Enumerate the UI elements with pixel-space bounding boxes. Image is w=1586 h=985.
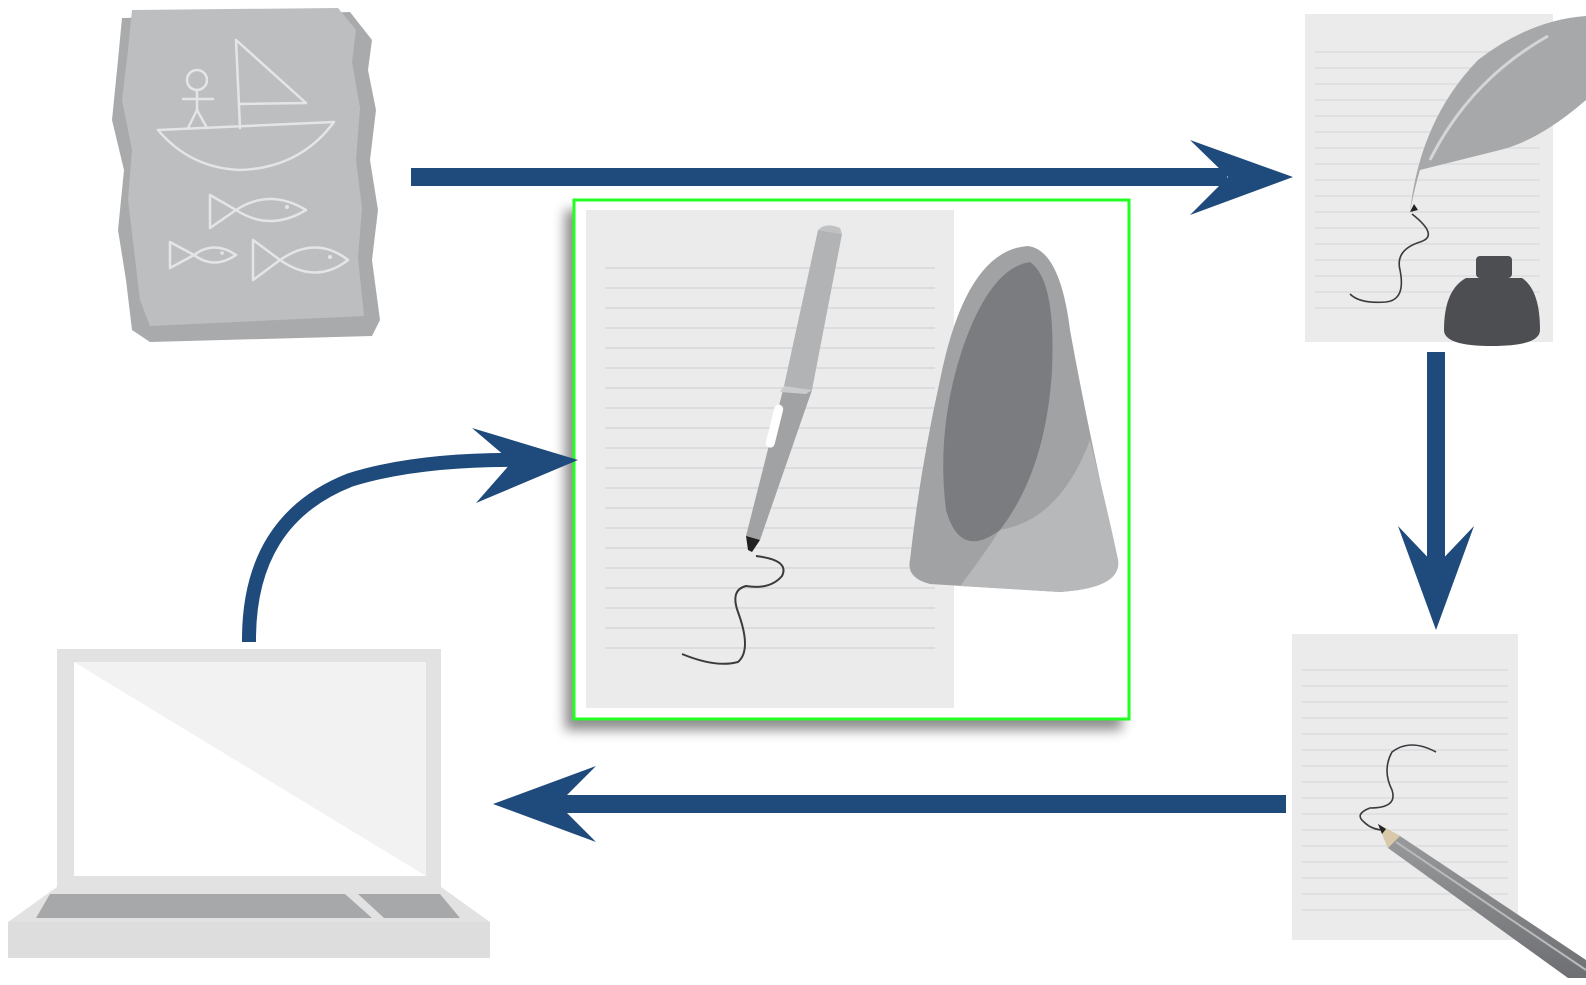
- digital-pen-panel: [573, 200, 1130, 720]
- laptop-icon: [8, 649, 490, 958]
- pencil-and-paper-icon: [1292, 634, 1586, 978]
- stone-tablet-icon: [112, 8, 380, 342]
- arrow-laptop-to-digital-pen: [249, 428, 578, 642]
- arrow-pencil-to-laptop: [493, 766, 1286, 842]
- arrow-quill-to-pencil: [1398, 352, 1474, 630]
- quill-and-ink-icon: [1305, 14, 1586, 346]
